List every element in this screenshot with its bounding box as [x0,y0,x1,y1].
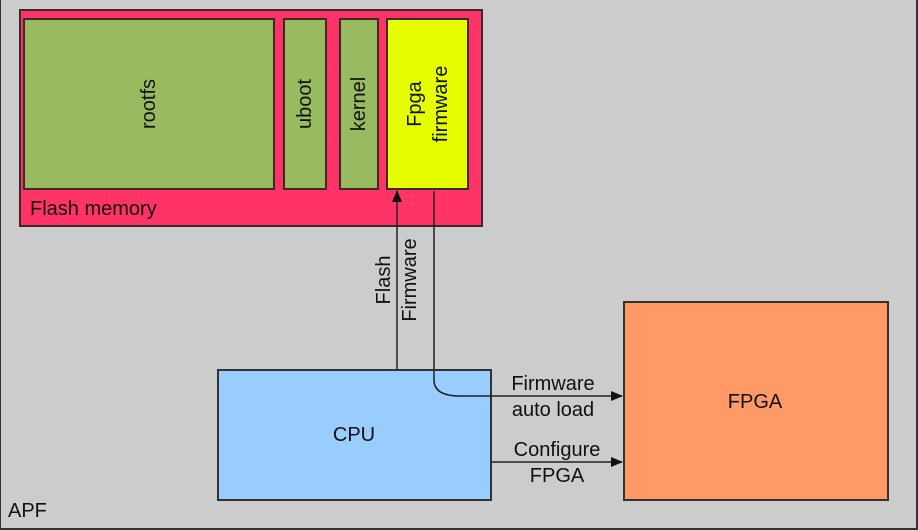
fpga-label: FPGA [727,391,783,413]
flash-firmware-line-2: Firmware [399,238,421,322]
uboot-partition [283,18,327,190]
firmware-auto-load-line-1: Firmware [511,373,595,395]
configure-fpga-line-2: FPGA [529,465,585,487]
kernel-partition [339,18,379,190]
firmware-auto-load-arrow [433,191,623,401]
flash-firmware-line-1: Flash [373,255,395,305]
rootfs-partition [23,18,275,190]
configure-fpga-line-1: Configure [513,439,601,461]
flash-memory-label: Flash memory [30,198,157,220]
flash-firmware-label: Flash Firmware [371,238,423,321]
cpu-label: CPU [332,424,376,446]
fpga-firmware-partition [386,18,469,190]
firmware-auto-load-label: Firmware auto load [511,371,594,423]
configure-fpga-label: Configure FPGA [514,437,601,489]
firmware-auto-load-line-2: auto load [511,399,595,421]
fpga-block [623,301,889,501]
cpu-block [217,369,492,501]
apf-label: APF [8,500,47,522]
